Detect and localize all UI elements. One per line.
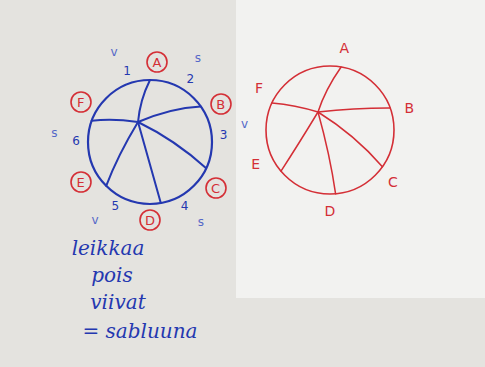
handwritten-note: viivat xyxy=(90,291,145,313)
segment-letter: B xyxy=(404,101,414,116)
segment-line xyxy=(138,106,201,122)
callout-number: 3 xyxy=(220,129,228,142)
fold-mark: s xyxy=(198,217,204,230)
template-segments xyxy=(92,80,207,203)
letter-text: E xyxy=(77,176,85,189)
segment-letter: C xyxy=(388,175,398,190)
segment-line xyxy=(92,120,138,122)
letter-text: D xyxy=(145,214,155,227)
letter-ring-outline xyxy=(206,178,226,198)
segment-letter: E xyxy=(251,157,260,172)
circled-letter: F xyxy=(70,91,92,113)
callout-number: 5 xyxy=(111,201,119,214)
segment-letter: F xyxy=(255,81,263,96)
circled-letter: A xyxy=(146,51,168,73)
circled-letter: D xyxy=(139,209,161,231)
tracing-sheet xyxy=(236,0,485,298)
letter-ring-outline xyxy=(140,210,160,230)
letter-text: F xyxy=(77,96,84,109)
letter-ring-outline xyxy=(211,94,231,114)
letter-text: A xyxy=(153,56,162,69)
circled-letter: C xyxy=(205,177,227,199)
handwritten-note: pois xyxy=(91,264,133,286)
segment-line xyxy=(106,122,138,186)
letter-ring-outline xyxy=(147,52,167,72)
segment-line xyxy=(318,108,390,112)
handwritten-note: leikkaa xyxy=(72,237,145,259)
circled-letter: B xyxy=(210,93,232,115)
segment-line xyxy=(318,112,336,194)
segment-line xyxy=(272,103,318,112)
segment-line xyxy=(138,80,150,122)
fold-mark: s xyxy=(195,52,201,65)
fold-mark: v xyxy=(110,46,117,59)
callout-number: 2 xyxy=(186,73,194,86)
handwritten-note: = sabluuna xyxy=(82,320,197,342)
letter-ring-outline xyxy=(71,92,91,112)
callout-number: 1 xyxy=(123,65,131,78)
segment-letter: D xyxy=(325,204,336,219)
fold-mark: s xyxy=(51,127,57,140)
segment-line xyxy=(318,112,382,167)
traced-circle xyxy=(266,66,394,194)
letter-ring-outline xyxy=(71,172,91,192)
circled-letter: E xyxy=(70,171,92,193)
callout-number: 4 xyxy=(181,201,189,214)
template-circle xyxy=(88,80,212,204)
segment-line xyxy=(281,112,318,171)
traced-segments xyxy=(272,67,390,194)
callout-number: 6 xyxy=(72,135,80,148)
fold-mark: v xyxy=(241,119,248,132)
segment-line xyxy=(318,67,341,112)
fold-mark: v xyxy=(91,214,98,227)
letter-text: B xyxy=(216,98,225,111)
segment-letter: A xyxy=(339,41,349,56)
segment-line xyxy=(138,122,161,203)
letter-text: C xyxy=(211,181,220,194)
